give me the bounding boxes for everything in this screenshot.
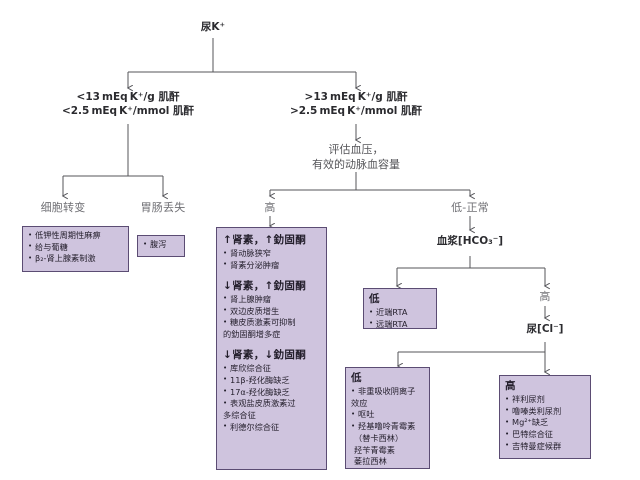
node-plasma-hco3: 血浆[HCO₃⁻] [436,235,504,247]
list-item: 羟基噜呤青霉素 [351,421,425,432]
list-item: β₂-肾上腺素制激 [28,253,124,264]
box-hypertension: ↑肾素，↑釛固酮 肾动脉狭窄 肾素分泌肿瘤 ↓肾素，↑釛固酮 肾上腺肿瘤 双边皮… [216,227,327,470]
list-item: 噜嗪类利尿剂 [505,405,586,417]
box-gi-loss-list: 腹泻 [143,238,180,250]
group-high-renin-high-aldo: ↑肾素，↑釛固酮 肾动脉狭窄 肾素分泌肿瘤 [223,233,322,271]
group-low-renin-low-aldo: ↓肾素，↓釛固酮 库欣综合征 11β-羟化酶缺乏 17α-羟化酶缺乏 表观盐皮质… [223,348,322,433]
list-item: 萎拉西林 [354,456,387,467]
group-low-renin-high-aldo: ↓肾素，↑釛固酮 肾上腺肿瘤 双边皮质增生 糖皮质激素可抑制 的釛固酮增多症 [223,279,322,340]
list-item: 羟苄青霉素 [354,444,395,455]
group-header: ↓肾素，↓釛固酮 [223,349,306,362]
list-item: 效应 [351,397,368,408]
list-item: 巴特综合征 [505,429,586,440]
group-header: ↑肾素，↑釛固酮 [223,234,306,246]
right-criteria-line2: >2.5 mEq K⁺/mmol 肌酐 [289,105,423,117]
list-item: 吉特曼症候群 [505,440,586,452]
group-header: ↓肾素，↑釛固酮 [223,279,306,292]
list-item: 近端RTA [369,306,432,318]
box-urine-chloride-high: 高 袢利尿剂 噜嗪类利尿剂 Mg²⁺缺乏 巴特综合征 吉特曼症候群 [499,375,591,459]
list-item: 糖皮质激素可抑制 [223,317,322,328]
list-item: 17α-羟化酶缺乏 [223,386,322,398]
list-item: 肾素分泌肿瘤 [223,259,322,271]
list-item: 给与葡糖 [28,241,124,253]
node-bp-low-normal: 低-正常 [451,201,489,214]
box-urine-chloride-high-header: 高 [505,380,516,392]
box-rta: 低 近端RTA 远端RTA [363,288,437,329]
list-item: 表观盐皮质激素过 [223,398,322,409]
list-item: 双边皮质增生 [223,305,322,317]
list-item: 利德尔综合征 [223,421,322,433]
node-left-criteria: <13 mEq K⁺/g 肌酐 <2.5 mEq K⁺/mmol 肌酐 [38,90,218,118]
list-item: 呕吐 [351,409,425,420]
node-bp-high: 高 [264,201,276,214]
node-urine-potassium: 尿K⁺ [200,21,226,33]
left-criteria-line2: <2.5 mEq K⁺/mmol 肌酐 [61,105,195,117]
node-urine-chloride: 尿[Cl⁻] [526,323,564,335]
list-item: 肾动脉狭窄 [223,247,322,259]
box-urine-chloride-low: 低 非重吸收阴离子 效应 呕吐 羟基噜呤青霉素 （替卡西林） 羟苄青霉素 萎拉西… [345,367,430,469]
list-item: Mg²⁺缺乏 [505,417,586,428]
list-item: 的釛固酮增多症 [223,329,281,340]
node-cell-shift: 细胞转变 [40,201,86,214]
box-cell-shift-list: 低钾性周期性麻痹 给与葡糖 β₂-肾上腺素制激 [28,229,124,265]
list-item: 库欣综合征 [223,363,322,374]
list-item: 腹泻 [143,238,180,250]
node-assess-bp: 评估血压， 有效的动脉血容量 [276,142,436,172]
list-item: 非重吸收阴离子 [351,385,425,397]
box-cell-shift: 低钾性周期性麻痹 给与葡糖 β₂-肾上腺素制激 [22,226,129,272]
node-right-criteria: >13 mEq K⁺/g 肌酐 >2.5 mEq K⁺/mmol 肌酐 [266,90,446,118]
right-criteria-line1: >13 mEq K⁺/g 肌酐 [304,91,408,103]
list-item: 袢利尿剂 [505,393,586,405]
left-criteria-line1: <13 mEq K⁺/g 肌酐 [76,91,180,103]
list-item: （替卡西林） [354,432,404,443]
node-hco3-high: 高 [539,290,551,303]
list-item: 11β-羟化酶缺乏 [223,374,322,386]
list-item: 低钾性周期性麻痹 [28,229,124,241]
assess-bp-line2: 有效的动脉血容量 [312,158,400,171]
box-rta-header: 低 [369,293,380,305]
node-gi-loss: 胃肠丢失 [140,201,186,214]
list-item: 肾上腺肿瘤 [223,293,322,305]
list-item: 远端RTA [369,318,432,328]
assess-bp-line1: 评估血压， [328,143,384,156]
list-item: 多综合征 [223,410,256,421]
box-gi-loss: 腹泻 [137,235,185,257]
box-urine-chloride-low-header: 低 [351,372,362,384]
